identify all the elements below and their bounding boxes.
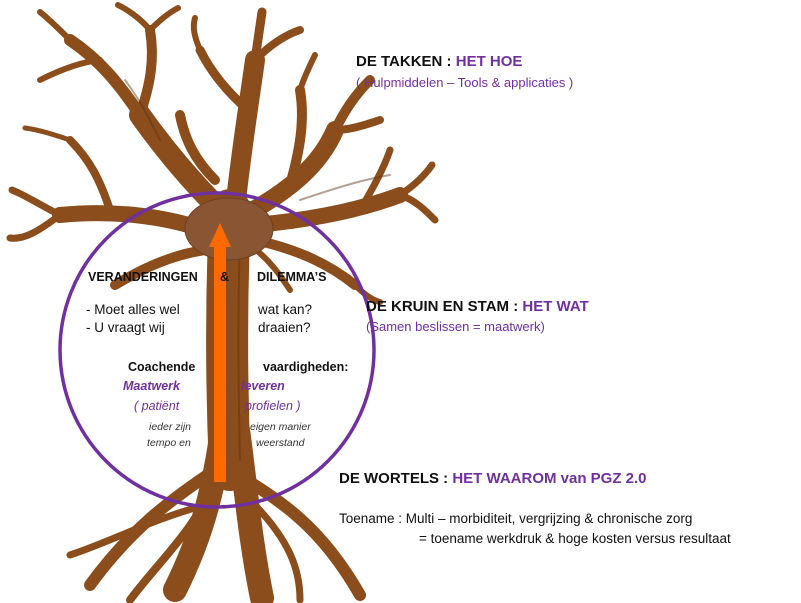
circle-bullet-1-left: - Moet alles wel [86, 302, 180, 317]
branch [135, 25, 157, 120]
branch [250, 235, 360, 290]
branch [37, 57, 103, 83]
circle-changes: VERANDERINGEN [88, 270, 198, 284]
arrow-shaft [214, 246, 226, 482]
roots-line-2: = toename werkdruk & hoge kosten versus … [419, 531, 731, 546]
branch [297, 52, 318, 93]
crown-title: DE KRUIN EN STAM : [366, 298, 523, 315]
circle-small-2-right: weerstand [256, 437, 305, 449]
circle-small-1-right: eigen manier [250, 421, 311, 433]
branch [37, 9, 73, 43]
roots-title-accent: HET WAAROM van PGZ 2.0 [452, 470, 647, 487]
roots-title: DE WORTELS : [339, 470, 453, 487]
crown-subtitle: (Samen beslissen = maatwerk) [366, 319, 545, 334]
branch [64, 34, 146, 121]
circle-bullet-2-left: - U vraagt wij [86, 320, 165, 335]
branch [331, 116, 384, 134]
branch [396, 191, 439, 224]
crown-knot [184, 197, 274, 261]
branch [195, 45, 253, 115]
circle-small-2-left: tempo en [147, 437, 191, 449]
branches-title: DE TAKKEN : [356, 53, 456, 70]
circle-patient-left: ( patiënt [134, 399, 180, 413]
branch [6, 211, 64, 242]
circle-custom-right: leveren [241, 379, 285, 393]
branch [175, 110, 220, 185]
root [66, 501, 209, 559]
circle-bullet-1-right: wat kan? [258, 302, 313, 317]
circle-coaching-right: vaardigheden: [263, 360, 349, 374]
circle-dilemmas: DILEMMA’S [257, 270, 327, 284]
branches-subtitle: ( Hulpmiddelen – Tools & applicaties ) [356, 75, 574, 90]
crown-title-accent: HET WAT [522, 298, 589, 315]
branch [251, 26, 304, 64]
focus-circle [58, 191, 376, 509]
circle-ampersand: & [220, 270, 230, 284]
branch [22, 125, 73, 143]
circle-custom-left: Maatwerk [123, 379, 180, 393]
circle-coaching-left: Coachende [128, 360, 196, 374]
branch [8, 186, 64, 219]
crown-heading: DE KRUIN EN STAM : HET WAT [366, 298, 589, 315]
circle-small-1-left: ieder zijn [149, 421, 192, 433]
branch [352, 282, 383, 305]
branch [66, 136, 114, 214]
circle-patient-right: profielen ) [245, 399, 301, 413]
branches-title-accent: HET HOE [455, 53, 523, 70]
roots-heading: DE WORTELS : HET WAAROM van PGZ 2.0 [339, 470, 647, 487]
circle-bullet-2-right: draaien? [258, 320, 311, 335]
branch [396, 161, 436, 199]
root [126, 476, 219, 603]
branch [115, 2, 153, 33]
branch [356, 146, 394, 214]
branch [330, 75, 375, 135]
arrow-head [209, 223, 231, 247]
branch [285, 85, 307, 190]
branch [247, 187, 408, 233]
branch [190, 15, 203, 53]
branch [147, 5, 181, 33]
root [246, 496, 304, 603]
branch [110, 245, 210, 290]
root [84, 464, 221, 591]
roots-line-1: Toename : Multi – morbiditeit, vergrijzi… [339, 511, 693, 526]
branch [225, 50, 265, 220]
branches-heading: DE TAKKEN : HET HOE [356, 53, 522, 70]
